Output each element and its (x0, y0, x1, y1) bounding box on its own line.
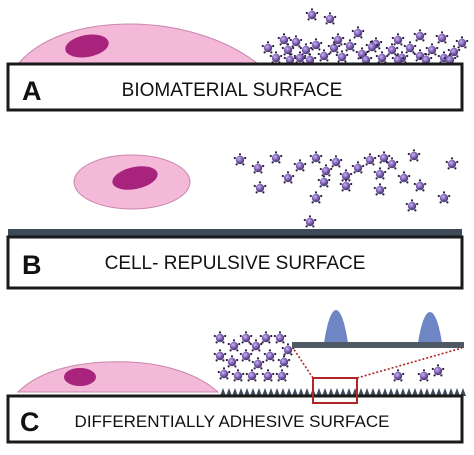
nucleus-b (112, 166, 158, 190)
protein-particle (319, 164, 333, 177)
protein-particle (375, 51, 389, 64)
protein-particle (303, 215, 317, 228)
protein-particle (217, 367, 231, 380)
protein-particle (309, 191, 323, 204)
protein-particle (227, 339, 241, 352)
protein-particle (351, 26, 365, 39)
panel-b-letter: B (22, 250, 42, 280)
protein-particle (417, 369, 431, 382)
protein-particle (455, 36, 469, 49)
protein-particle (425, 43, 439, 56)
panel-c-letter: C (20, 407, 40, 437)
protein-particle (225, 355, 239, 368)
cell-repulsive-surface-bar (6, 235, 464, 290)
protein-particle (231, 369, 245, 382)
protein-particle (233, 153, 247, 166)
protein-particle (263, 349, 277, 362)
protein-particle (435, 31, 449, 44)
repulsive-coating (8, 229, 462, 237)
protein-particle (331, 33, 345, 46)
protein-particle (373, 183, 387, 196)
protein-particle (275, 369, 289, 382)
protein-particle (445, 157, 459, 170)
protein-particle (437, 191, 451, 204)
protein-particle (391, 369, 405, 382)
protein-particle (413, 29, 427, 42)
protein-particle (213, 349, 227, 362)
zoom-bump-right (418, 312, 442, 343)
biomaterial-surface-bar (6, 62, 464, 112)
panel-a-letter: A (22, 76, 42, 106)
protein-cluster-b (233, 149, 459, 228)
protein-particle (363, 153, 377, 166)
panel-a: A BIOMATERIAL SURFACE (6, 8, 469, 112)
protein-particle (309, 151, 323, 164)
protein-particle (373, 167, 387, 180)
protein-particle (269, 151, 283, 164)
protein-particle (391, 33, 405, 46)
protein-particle (397, 171, 411, 184)
protein-particle (239, 349, 253, 362)
protein-particle (213, 331, 227, 344)
panel-b-label: CELL- REPULSIVE SURFACE (105, 253, 366, 274)
panel-c-label: DIFFERENTIALLY ADHESIVE SURFACE (75, 412, 390, 431)
zoom-bump-left (324, 310, 348, 343)
protein-particle (305, 8, 319, 21)
protein-particle (351, 161, 365, 174)
protein-particle (293, 159, 307, 172)
protein-particle (323, 12, 337, 25)
protein-particle (251, 161, 265, 174)
panel-c: C DIFFERENTIALLY ADHESIVE SURFACE (6, 310, 466, 444)
nucleus-c (64, 368, 96, 386)
protein-particle (251, 357, 265, 370)
protein-particle (261, 41, 275, 54)
protein-particle (385, 43, 399, 56)
protein-particle (259, 331, 273, 344)
protein-particle (249, 339, 263, 352)
protein-particle (239, 331, 253, 344)
zoom-region-box (312, 377, 358, 404)
protein-particle (317, 175, 331, 188)
protein-particle (407, 149, 421, 162)
protein-cluster-a (261, 8, 469, 66)
protein-particle (317, 49, 331, 62)
protein-particle (339, 179, 353, 192)
protein-particle (281, 171, 295, 184)
protein-particle (245, 369, 259, 382)
zoom-connector-left (292, 347, 314, 379)
protein-particle (289, 35, 303, 48)
zoom-connector-right (356, 347, 463, 379)
protein-particle (273, 331, 287, 344)
protein-particle (405, 199, 419, 212)
panel-a-label: BIOMATERIAL SURFACE (122, 80, 343, 101)
protein-particle (343, 39, 357, 52)
panel-b: B CELL- REPULSIVE SURFACE (6, 149, 464, 290)
adherent-cell-c (16, 361, 220, 393)
differentially-adhesive-surface-bar (6, 394, 464, 444)
zoom-surface-strip (292, 342, 464, 348)
nucleus-a (65, 34, 109, 58)
adherent-cell-a (16, 23, 260, 65)
protein-particle (431, 364, 445, 377)
micro-patterned-surface (220, 388, 466, 396)
protein-particle (277, 355, 291, 368)
protein-particle (377, 151, 391, 164)
protein-particle (253, 181, 267, 194)
protein-particle (261, 369, 275, 382)
protein-particle (329, 155, 343, 168)
protein-particle (413, 179, 427, 192)
protein-particle (403, 41, 417, 54)
